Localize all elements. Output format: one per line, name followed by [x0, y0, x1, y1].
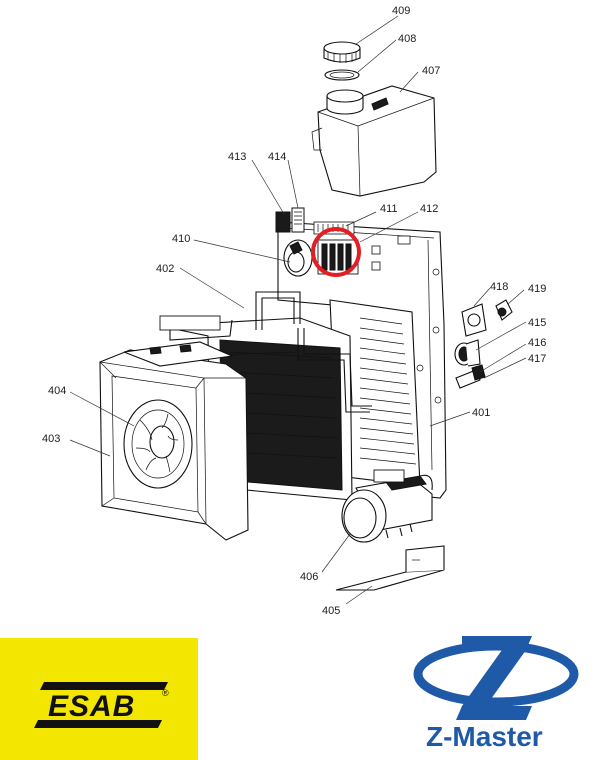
fitting-418 — [461, 303, 487, 337]
callout-406: 406 — [300, 571, 318, 583]
registered-mark: ® — [162, 688, 169, 698]
highlight-circle — [311, 227, 361, 277]
callout-411: 411 — [380, 203, 398, 215]
callout-labels: 409 408 407 413 414 411 412 410 402 404 … — [42, 5, 546, 617]
fitting-416-417 — [455, 364, 486, 389]
callout-416: 416 — [528, 337, 546, 349]
callout-404: 404 — [48, 385, 66, 397]
fitting-415 — [454, 339, 481, 367]
callout-407: 407 — [422, 65, 440, 77]
hose-connector — [275, 207, 305, 233]
callout-415: 415 — [528, 317, 546, 329]
callout-417: 417 — [528, 353, 546, 365]
coolant-tank — [311, 85, 437, 197]
pump-bracket — [335, 545, 445, 591]
callout-413: 413 — [228, 151, 246, 163]
callout-408: 408 — [398, 33, 416, 45]
esab-logo: ESAB ® — [0, 638, 198, 760]
callout-419: 419 — [528, 283, 546, 295]
callout-412: 412 — [420, 203, 438, 215]
z-master-wordmark: Z-Master — [426, 721, 543, 752]
callout-403: 403 — [42, 433, 60, 445]
callout-405: 405 — [322, 605, 340, 617]
callout-410: 410 — [172, 233, 190, 245]
fitting-419 — [495, 299, 513, 321]
base-frame — [277, 221, 447, 499]
coolant-pump — [341, 469, 433, 543]
leader-lines — [69, 15, 527, 605]
z-master-logo: Z-Master — [413, 636, 579, 752]
callout-409: 409 — [392, 5, 410, 17]
fan-impeller — [123, 399, 193, 489]
callout-401: 401 — [472, 407, 490, 419]
flow-switch — [283, 239, 313, 277]
callout-418: 418 — [490, 281, 508, 293]
callout-402: 402 — [156, 263, 174, 275]
esab-wordmark: ESAB — [48, 690, 135, 723]
tank-cap — [323, 41, 361, 63]
callout-414: 414 — [268, 151, 286, 163]
